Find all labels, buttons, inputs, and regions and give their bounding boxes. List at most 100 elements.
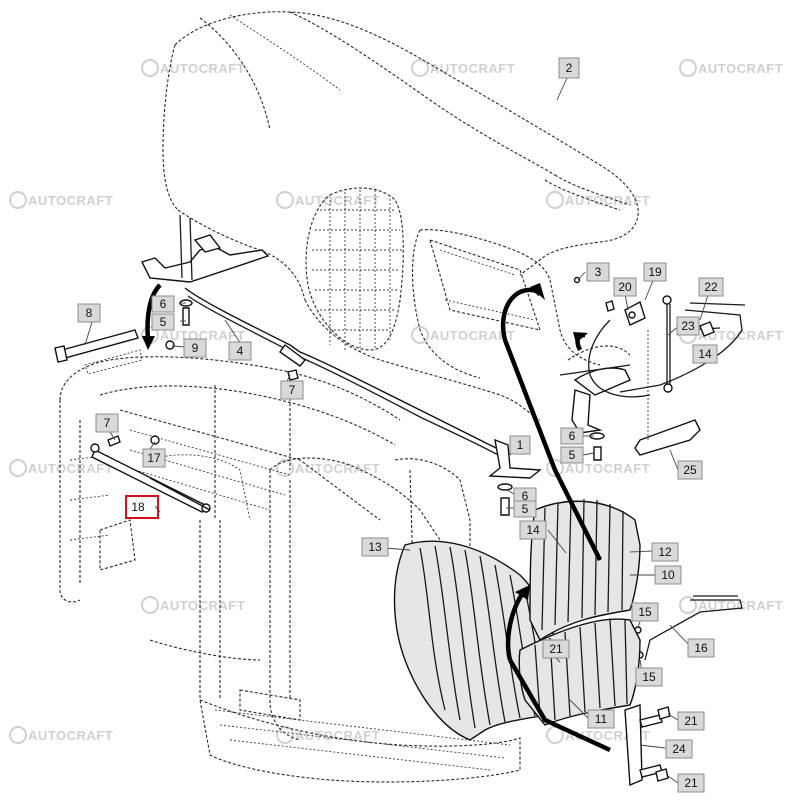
- callout-c5a: 5: [151, 313, 175, 331]
- callout-number: 7: [289, 383, 296, 397]
- callout-box: [677, 773, 705, 793]
- callout-c17: 17: [142, 448, 166, 468]
- callout-box: [677, 711, 705, 731]
- callout-number: 1: [517, 438, 524, 452]
- watermark-text: AUTOCRAFT: [28, 461, 113, 476]
- callout-box: [542, 639, 570, 659]
- watermark: AUTOCRAFT: [9, 191, 113, 209]
- callout-box: [651, 542, 679, 562]
- watermark-text: AUTOCRAFT: [160, 598, 245, 613]
- callout-box: [95, 413, 119, 433]
- callout-c5b: 5: [513, 500, 537, 518]
- callout-c6b: 6: [513, 487, 537, 505]
- callout-number: 17: [147, 451, 161, 465]
- callout-number: 4: [237, 344, 244, 358]
- callout-number: 14: [698, 347, 712, 361]
- callout-number: 15: [642, 670, 656, 684]
- callout-box: [560, 446, 584, 464]
- watermark-text: AUTOCRAFT: [295, 461, 380, 476]
- watermark: AUTOCRAFT: [411, 326, 515, 344]
- watermark: AUTOCRAFT: [9, 726, 113, 744]
- callout-number: 11: [595, 712, 608, 726]
- hood-outline: [162, 11, 639, 421]
- screen-bracket: [624, 704, 671, 787]
- callout-number: 10: [661, 568, 675, 582]
- watermark-text: AUTOCRAFT: [698, 598, 783, 613]
- autocraft-logo-icon: [141, 59, 159, 77]
- highlight-frame: [125, 495, 159, 519]
- callout-box: [519, 520, 547, 540]
- callout-number: 25: [683, 463, 697, 477]
- callout-box: [151, 295, 175, 313]
- callout-box: [151, 313, 175, 331]
- callout-box: [687, 638, 715, 658]
- autocraft-logo-icon: [276, 459, 294, 477]
- callout-box: [142, 448, 166, 468]
- callout-number: 15: [638, 605, 652, 619]
- autocraft-logo-icon: [276, 726, 294, 744]
- watermark-text: AUTOCRAFT: [28, 728, 113, 743]
- hood-hinge-bracket: [141, 214, 270, 283]
- callout-box: [183, 338, 207, 358]
- callout-c4: 4: [228, 341, 252, 361]
- latch-bracket: [634, 330, 701, 456]
- callout-box: [665, 739, 693, 759]
- watermark-text: AUTOCRAFT: [698, 61, 783, 76]
- callout-box: [692, 344, 718, 364]
- callout-number: 19: [648, 265, 662, 279]
- watermark: AUTOCRAFT: [679, 596, 783, 614]
- callout-c3: 3: [586, 262, 610, 282]
- callout-c20: 20: [613, 277, 637, 297]
- callout-box: [513, 500, 537, 518]
- callout-number: 5: [160, 315, 167, 329]
- watermark: AUTOCRAFT: [276, 191, 380, 209]
- callout-box: [631, 602, 659, 622]
- autocraft-logo-icon: [546, 459, 564, 477]
- callout-number: 8: [86, 306, 93, 320]
- callout-number: 13: [368, 540, 382, 554]
- watermark-text: AUTOCRAFT: [565, 461, 650, 476]
- callout-box: [613, 277, 637, 297]
- callout-c6a: 6: [151, 295, 175, 313]
- watermark: AUTOCRAFT: [411, 59, 515, 77]
- callout-number: 24: [672, 742, 686, 756]
- autocraft-logo-icon: [411, 326, 429, 344]
- callout-box: [586, 262, 610, 282]
- callout-c15a: 15: [631, 602, 659, 622]
- callout-c18: 18: [125, 495, 159, 519]
- autocraft-logo-icon: [9, 459, 27, 477]
- callout-box: [509, 435, 531, 455]
- callout-c16: 16: [687, 638, 715, 658]
- watermark: AUTOCRAFT: [9, 459, 113, 477]
- callout-number: 6: [569, 429, 576, 443]
- callout-box: [587, 709, 615, 729]
- callout-c15b: 15: [635, 667, 663, 687]
- callout-c14b: 14: [519, 520, 547, 540]
- chassis-outline: [59, 356, 521, 783]
- callout-number: 3: [595, 265, 602, 279]
- callout-c6c: 6: [560, 427, 584, 445]
- callout-c1: 1: [509, 435, 531, 455]
- watermark-text: AUTOCRAFT: [160, 328, 245, 343]
- callout-number: 21: [684, 714, 698, 728]
- callout-number: 18: [131, 500, 145, 514]
- autocraft-logo-icon: [9, 191, 27, 209]
- watermark: AUTOCRAFT: [141, 596, 245, 614]
- autocraft-logo-icon: [411, 59, 429, 77]
- watermark: AUTOCRAFT: [276, 459, 380, 477]
- callout-number: 14: [526, 523, 540, 537]
- callout-c8: 8: [77, 303, 101, 323]
- callout-c23: 23: [676, 316, 700, 336]
- hood-latch: [605, 295, 673, 393]
- callout-c21c: 21: [677, 773, 705, 793]
- callout-number: 21: [549, 642, 563, 656]
- callout-box: [280, 380, 304, 400]
- front-bracket: [488, 389, 603, 479]
- side-screen-upper: [529, 498, 641, 642]
- callout-c10: 10: [654, 565, 682, 585]
- callout-number: 5: [522, 502, 529, 516]
- watermark: AUTOCRAFT: [546, 459, 650, 477]
- callout-box: [560, 427, 584, 445]
